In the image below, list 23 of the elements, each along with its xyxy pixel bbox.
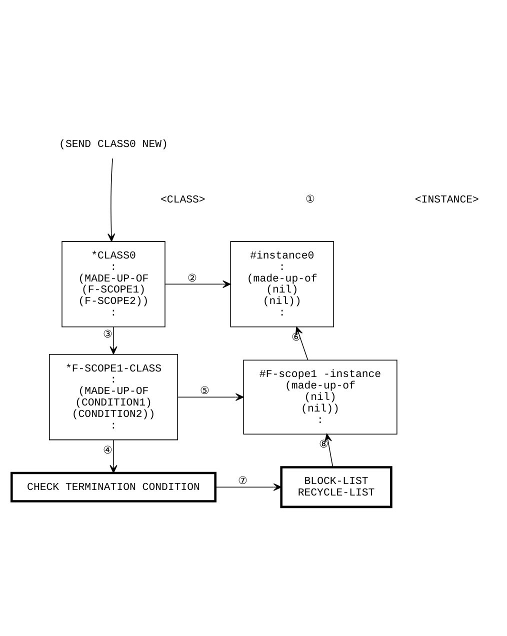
edge-label: ② — [187, 272, 198, 285]
arrow — [164, 280, 231, 288]
node-text: (SEND CLASS0 NEW) — [59, 138, 168, 150]
label: ① — [305, 194, 316, 206]
arrow — [215, 482, 282, 490]
arrow — [110, 326, 118, 354]
edge-label: ⑤ — [200, 386, 210, 398]
edge-label: ④ — [102, 445, 113, 458]
edge-label: ⑧ — [319, 439, 330, 452]
label: <INSTANCE> — [414, 194, 479, 206]
node-box: BLOCK-LIST RECYCLE-LIST — [280, 466, 392, 508]
node-box: *F-SCOPE1-CLASS : (MADE-UP-OF (CONDITION1) (CONDITION2)) : — [49, 353, 178, 440]
arrow — [110, 439, 118, 473]
node-box: #F-scope1 -instance (made-up-of (nil) (nil)) : — [243, 359, 398, 434]
node-box: #instance0 : (made-up-of (nil) (nil)) : — [230, 240, 334, 327]
edge-label: ⑦ — [238, 476, 248, 488]
arrow — [108, 158, 116, 242]
arrow — [177, 392, 244, 400]
arrow — [324, 433, 334, 468]
edge-label: ③ — [102, 329, 113, 342]
node-box: *CLASS0 : (MADE-UP-OF (F-SCOPE1) (F-SCOPE2)) : — [62, 240, 166, 327]
node-box: CHECK TERMINATION CONDITION — [10, 471, 216, 502]
label: <CLASS> — [160, 194, 206, 206]
